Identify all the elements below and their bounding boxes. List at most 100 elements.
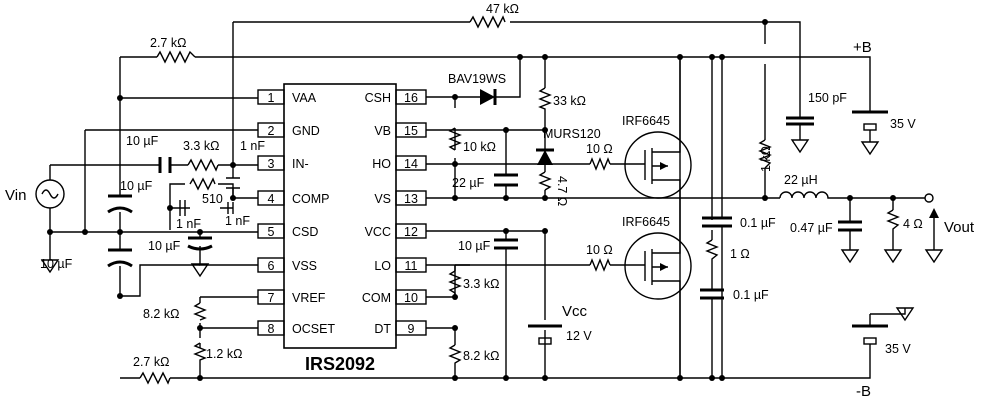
pin-3-number: 3 [268,157,275,171]
pin-7-name: VREF [292,291,326,305]
label-vin: Vin [5,187,26,204]
cap-10uf-left-1 [107,194,133,214]
pin-4-number: 4 [268,192,275,206]
label-c-1nf-a: 1 nF [176,217,201,231]
resistor-3k3-in [187,158,219,172]
ic-left-pins: 1 2 3 4 5 6 7 8 VAA GND IN- COMP CSD VSS… [257,89,335,336]
label-plus-b: +B [853,39,872,56]
vout-terminal [924,193,939,250]
battery-35v-top [852,110,888,142]
cap-0p1uf-a [702,216,732,228]
pin-13-name: VS [374,192,391,206]
cap-10uf-in [158,157,172,173]
pin-16-name: CSH [365,91,391,105]
pin-10-number: 10 [404,291,418,305]
resistor-510 [189,177,216,191]
label-c-10uf-csd: 10 µF [148,239,181,253]
pin-9-name: DT [374,322,391,336]
capacitors [107,116,862,300]
pin-13-number: 13 [404,192,418,206]
pin-8-number: 8 [268,322,275,336]
inductor-22uh [779,191,830,199]
pin-5-name: CSD [292,225,318,239]
pin-14-number: 14 [404,157,418,171]
label-r-47k: 47 kΩ [486,2,519,16]
vin-source [35,179,65,209]
cap-10uf-vcc [494,238,518,250]
label-mosfet-low: IRF6645 [622,215,670,229]
resistor-2k7-bot [139,371,171,385]
pin-5-number: 5 [268,225,275,239]
component-labels: 47 kΩ 2.7 kΩ 3.3 kΩ 10 µF 1 nF 510 1 nF … [5,2,975,400]
cap-22uf [494,173,518,187]
cap-0p47uf [838,220,862,232]
label-vout: Vout [944,219,975,236]
label-c-10uf-l1: 10 µF [120,179,153,193]
cap-150pf [786,116,814,126]
label-c-10uf-in: 10 µF [126,134,159,148]
ic-right-pins: 16 15 14 13 12 11 10 9 CSH VB HO VS VCC … [362,89,427,336]
resistor-4r [886,209,900,232]
resistor-8k2-left [193,302,207,321]
resistor-10k [448,127,462,151]
pin-11-number: 11 [405,259,418,273]
ic-irs2092: IRS2092 [283,83,397,374]
pin-9-number: 9 [408,322,415,336]
cap-10uf-left-2 [107,248,133,268]
label-c-0p1uf-a: 0.1 µF [740,216,776,230]
pin-2-number: 2 [268,124,275,138]
pin-8-name: OCSET [292,322,335,336]
label-35v-bot: 35 V [885,342,911,356]
cap-10uf-csd [187,236,213,251]
resistors [139,15,900,385]
label-l-22uh: 22 µH [784,173,818,187]
resistor-1r [705,239,719,262]
pin-12-number: 12 [404,225,418,239]
label-r-33k: 33 kΩ [553,94,586,108]
pin-14-name: HO [372,157,391,171]
pin-16-number: 16 [404,91,418,105]
diode-bav19ws [480,89,497,105]
pin-12-name: VCC [365,225,391,239]
diodes [480,89,554,165]
label-r-1k: 1 kΩ [759,146,773,172]
resistor-1k2 [193,342,207,368]
label-r-2k7-bot: 2.7 kΩ [133,355,169,369]
pin-4-name: COMP [292,192,330,206]
label-minus-b: -B [856,383,871,400]
label-c-10uf-l2: 10 µF [40,257,73,271]
label-c-1nf-b: 1 nF [225,214,250,228]
label-r-2k7-top: 2.7 kΩ [150,36,186,50]
cap-1nf-comp-b [227,202,234,214]
label-vcc-voltage: 12 V [566,329,592,343]
label-r-4r: 4 Ω [903,217,923,231]
resistor-33k [538,87,552,112]
pin-6-number: 6 [268,259,275,273]
label-diode-bav19ws: BAV19WS [448,72,506,86]
resistor-4r7 [538,171,552,191]
label-r-3k3-right: 3.3 kΩ [463,277,499,291]
mosfet-low [624,198,692,378]
pin-6-name: VSS [292,259,317,273]
mosfet-high [624,57,692,199]
pin-11-name: LO [374,259,391,273]
label-r-10k: 10 kΩ [463,140,496,154]
cap-1nf-comp-a [179,200,186,216]
ic-name-label: IRS2092 [305,354,375,374]
resistor-10r-hi [589,157,611,171]
pin-15-name: VB [374,124,391,138]
label-c-10uf-vcc: 10 µF [458,239,491,253]
pin-15-number: 15 [404,124,418,138]
pin-1-name: VAA [292,91,317,105]
resistor-8k2-right [448,344,462,366]
resistor-1k [758,139,772,169]
resistor-2k7-top [156,50,196,64]
pin-2-name: GND [292,124,320,138]
label-r-8k2-left: 8.2 kΩ [143,307,179,321]
label-c-0p1uf-b: 0.1 µF [733,288,769,302]
label-r-1r: 1 Ω [730,247,750,261]
battery-35v-bot [852,308,906,358]
diode-murs120 [536,148,554,165]
pin-3-name: IN- [292,157,309,171]
